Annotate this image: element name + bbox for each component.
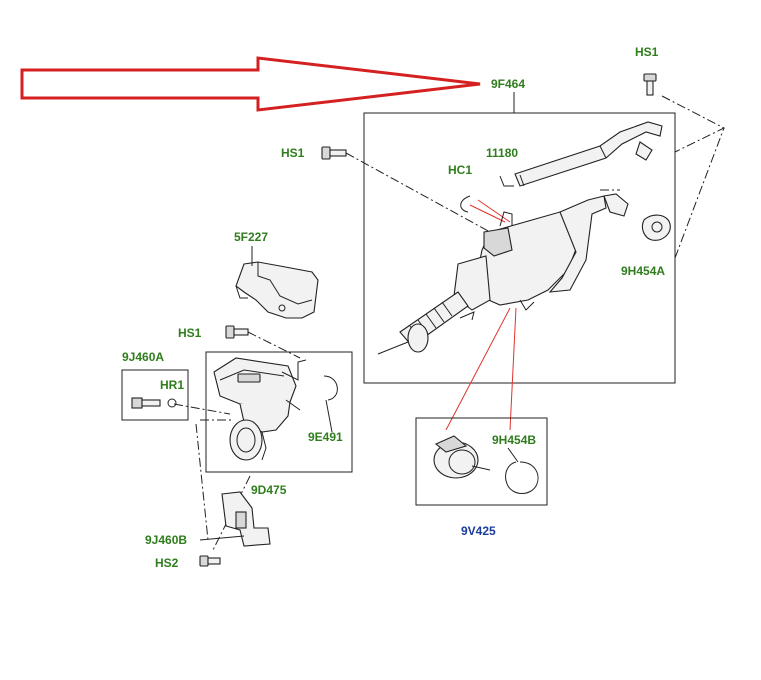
label-hs1-top: HS1	[635, 45, 659, 59]
label-hc1: HC1	[448, 163, 473, 177]
bracket-9j460b	[199, 491, 271, 547]
label-9e491: 9E491	[308, 430, 343, 444]
clip-hc1	[460, 195, 471, 213]
tube-11180	[514, 121, 663, 187]
bolt-hs2	[199, 555, 221, 567]
label-9h454b: 9H454B	[492, 433, 537, 447]
label-9v425: 9V425	[461, 524, 496, 538]
assembly-box-9v425	[415, 417, 548, 506]
clip-9e491	[323, 375, 338, 401]
label-hr1: HR1	[160, 378, 185, 392]
highlight-arrow	[20, 56, 481, 112]
clamp-9v425	[433, 435, 491, 479]
label-11180: 11180	[486, 146, 519, 160]
gasket-9h454a	[641, 214, 671, 241]
label-5f227: 5F227	[234, 230, 269, 244]
label-hs1-mid: HS1	[178, 326, 202, 340]
label-9h454a: 9H454A	[621, 264, 666, 278]
particulate-filter-body	[377, 193, 629, 355]
label-hs1-left: HS1	[281, 146, 305, 160]
valve-assembly-9d475	[213, 357, 307, 461]
assembly-box-9f464	[363, 112, 676, 384]
label-9j460a: 9J460A	[122, 350, 165, 364]
label-9d475: 9D475	[251, 483, 287, 497]
assembly-box-9j460a	[121, 369, 189, 421]
heat-shield-5f227	[235, 261, 319, 319]
bolt-hs1-top	[643, 73, 657, 96]
ring-9h454b	[505, 461, 539, 494]
bolt-hs1-left	[321, 146, 347, 160]
label-9j460b: 9J460B	[145, 533, 188, 547]
sensor-hr1	[131, 397, 177, 409]
label-hs2: HS2	[155, 556, 179, 570]
bolt-hs1-mid	[225, 325, 249, 339]
assembly-box-9d475	[205, 351, 353, 473]
label-9f464: 9F464	[491, 77, 526, 91]
